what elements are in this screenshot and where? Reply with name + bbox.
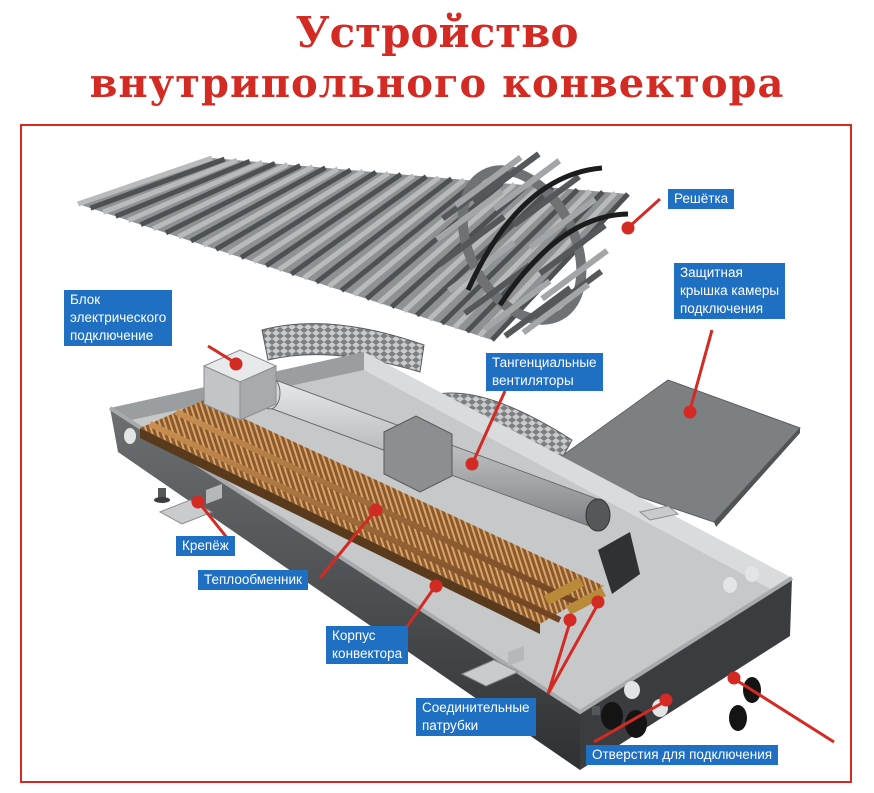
grate-slat bbox=[289, 174, 428, 277]
grate-slat bbox=[127, 160, 264, 223]
label-body: Корпус конвектора bbox=[326, 626, 409, 664]
grate-roll-slat bbox=[503, 285, 572, 339]
grate-roll-slat bbox=[492, 158, 562, 212]
label-electric-block-line-1: Блок bbox=[70, 292, 101, 307]
grate-roll-slat bbox=[435, 188, 504, 242]
label-fans-line-2: вентиляторы bbox=[492, 373, 574, 388]
grate-slat bbox=[177, 164, 315, 240]
grate-slat bbox=[239, 170, 378, 260]
label-mount: Крепёж bbox=[176, 536, 235, 556]
grate-roll-slat bbox=[540, 248, 609, 302]
grate-roll-slat bbox=[538, 222, 607, 276]
label-cover-line-1: Защитная bbox=[680, 265, 743, 280]
grate-slat bbox=[214, 167, 352, 252]
grate-slat bbox=[189, 165, 327, 244]
label-electric-block-line-2: электрического bbox=[70, 310, 167, 325]
grate-slat bbox=[264, 172, 403, 268]
grate-slat bbox=[152, 162, 289, 231]
label-body-line-2: конвектора bbox=[332, 646, 403, 661]
grate-slat bbox=[139, 161, 277, 227]
grate-slat bbox=[252, 171, 390, 264]
grate-roll-slat bbox=[482, 278, 552, 332]
label-heat-exchanger: Теплообменник bbox=[198, 570, 308, 590]
grate-slat bbox=[302, 175, 441, 281]
grate-slat bbox=[227, 168, 365, 256]
label-fans: Тангенциальные вентиляторы bbox=[486, 353, 603, 391]
grate-roll-slats bbox=[435, 151, 609, 339]
grate-slat bbox=[102, 157, 239, 215]
grate-slat bbox=[327, 177, 466, 289]
grate-roll-slat bbox=[528, 196, 597, 250]
grate-slat bbox=[339, 178, 479, 293]
grate-roll-slat bbox=[472, 151, 541, 205]
grate-slat bbox=[77, 155, 213, 207]
grate-slat bbox=[89, 156, 226, 211]
label-body-line-1: Корпус bbox=[332, 628, 376, 643]
grate-slat bbox=[440, 187, 580, 326]
grate-slat bbox=[364, 181, 504, 301]
diagram-frame bbox=[20, 124, 852, 783]
title-line-2: внутрипольного конвектора bbox=[89, 60, 785, 107]
label-pipes: Соединительные патрубки bbox=[416, 698, 536, 736]
label-grate: Решётка bbox=[668, 189, 735, 209]
label-cover-line-3: подключения bbox=[680, 301, 764, 316]
label-holes: Отверстия для подключения bbox=[586, 745, 779, 765]
grate-roll-slat bbox=[437, 214, 506, 268]
label-cover-line-2: крышка камеры bbox=[680, 283, 780, 298]
electric-block-graphic bbox=[202, 349, 278, 421]
grate-slat bbox=[277, 173, 416, 272]
grate-graphic bbox=[77, 151, 630, 342]
grate-roll-slat bbox=[512, 174, 581, 228]
grate-roll-slat bbox=[463, 262, 532, 316]
grate-slat bbox=[202, 166, 340, 248]
pointer-lines bbox=[191, 197, 835, 744]
label-pipes-line-2: патрубки bbox=[422, 718, 479, 733]
grate-slat bbox=[314, 176, 454, 285]
grate-roll-slat bbox=[453, 154, 523, 208]
grate-roll-slat bbox=[521, 282, 591, 336]
grate-slat bbox=[415, 185, 555, 318]
grate-slat bbox=[164, 163, 302, 236]
grate-slat bbox=[377, 182, 517, 305]
label-fans-line-1: Тангенциальные bbox=[492, 355, 597, 370]
label-cover: Защитная крышка камеры подключения bbox=[674, 263, 786, 319]
label-electric-block-line-3: подключение bbox=[70, 328, 154, 343]
connection-plugs bbox=[601, 677, 761, 738]
grate-slat bbox=[114, 158, 251, 219]
label-electric-block: Блок электрического подключение bbox=[64, 290, 173, 346]
title-line-1: Устройство bbox=[295, 8, 579, 57]
label-pipes-line-1: Соединительные bbox=[422, 700, 530, 715]
